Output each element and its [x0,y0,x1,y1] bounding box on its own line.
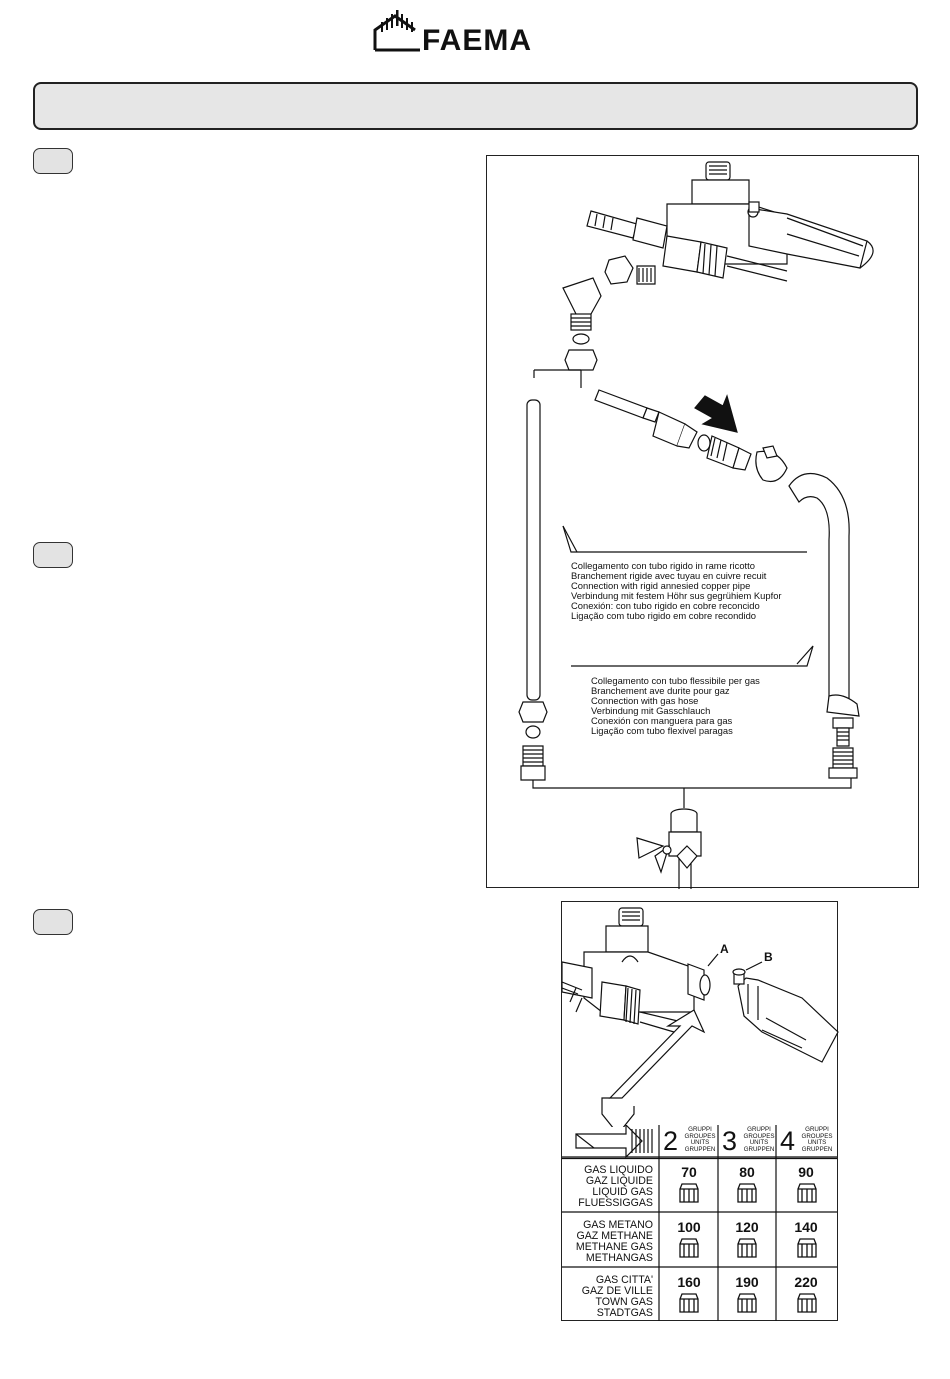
column-words: GRUPPI GROUPES UNITS GRUPPEN [683,1126,717,1153]
column-words: GRUPPI GROUPES UNITS GRUPPEN [800,1126,834,1153]
nozzle-value: 120 [735,1219,759,1235]
column-word: GRUPPEN [684,1145,716,1153]
column-number: 4 [780,1126,796,1156]
column-3-groups: 3 GRUPPI GROUPES UNITS GRUPPEN [718,1125,776,1157]
step-badge-3 [33,909,73,935]
section-title-bar [33,82,918,130]
gas-name: FLUESSIGGAS [578,1197,653,1209]
caption-hose-line: Verbindung mit Gasschlauch [591,705,711,716]
gas-connection-figure: Collegamento con tubo rigido in rame ric… [486,155,919,889]
gas-name: GAS METANO [583,1219,653,1231]
nozzle-icon [737,1183,757,1203]
nozzle-value: 220 [794,1274,818,1290]
gas-names: GAS METANO GAZ METHANE METHANE GAS METHA… [564,1220,653,1264]
label-a: A [720,942,729,956]
gas-name: METHANGAS [585,1252,653,1264]
table-row-liquid-gas: GAS LIQUIDO GAZ LIQUIDE LIQUID GAS FLUES… [562,1158,837,1212]
caption-hose-line: Branchement ave durite pour gaz [591,685,730,696]
caption-hose-line: Connection with gas hose [591,695,699,706]
column-word: GROUPES [684,1132,716,1140]
gas-name: LIQUID GAS [592,1186,653,1198]
faema-logo: FAEMA [372,8,578,57]
caption-rigid-line: Verbindung mit festem Höhr sus gegrühiem… [571,590,782,601]
caption-rigid-line: Branchement rigide avec tuyau en cuivre … [571,570,767,581]
caption-rigid-line: Collegamento con tubo rigido in rame ric… [571,560,755,571]
nozzle-value: 80 [739,1164,755,1180]
gas-connection-drawing [518,161,874,889]
nozzle-icon [737,1238,757,1258]
column-word: GROUPES [743,1132,775,1140]
nozzle-icon [737,1293,757,1313]
gas-name: GAS LIQUIDO [584,1164,653,1176]
column-word: UNITS [690,1139,710,1147]
caption-gas-hose: Collegamento con tubo flessibile per gas… [591,676,760,736]
column-words: GRUPPI GROUPES UNITS GRUPPEN [742,1126,776,1153]
column-word: GRUPPI [747,1126,771,1133]
table-row-town-gas: GAS CITTA' GAZ DE VILLE TOWN GAS STADTGA… [562,1268,837,1322]
caption-hose-line: Ligação com tubo flexivel paragas [591,725,733,736]
caption-rigid-pipe: Collegamento con tubo rigido in rame ric… [571,561,782,621]
gas-name: TOWN GAS [595,1296,654,1308]
nozzle-value: 160 [677,1274,701,1290]
column-word: UNITS [807,1139,827,1147]
column-word: GRUPPI [805,1126,829,1133]
nozzle-table-grid [562,1125,837,1321]
gas-name: GAS CITTA' [595,1274,653,1286]
gas-name: GAZ LIQUIDE [585,1175,653,1187]
gas-names: GAS CITTA' GAZ DE VILLE TOWN GAS STADTGA… [564,1275,653,1319]
column-number: 3 [722,1126,738,1156]
column-2-groups: 2 GRUPPI GROUPES UNITS GRUPPEN [659,1125,718,1157]
nozzle-icon [797,1183,817,1203]
gas-tap-nozzle-drawing [562,907,839,1127]
table-row-methane-gas: GAS METANO GAZ METHANE METHANE GAS METHA… [562,1213,837,1267]
column-word: GRUPPI [688,1126,712,1133]
caption-rigid-line: Connection with rigid annesied copper pi… [571,580,751,591]
label-b: B [764,950,773,964]
caption-rigid-line: Conexión: con tubo rigido en cobre recon… [571,600,760,611]
nozzle-value: 140 [794,1219,818,1235]
nozzle-value: 100 [677,1219,701,1235]
column-word: GROUPES [801,1132,833,1140]
nozzle-icon [679,1183,699,1203]
gas-names: GAS LIQUIDO GAZ LIQUIDE LIQUID GAS FLUES… [564,1165,653,1209]
column-word: GRUPPEN [743,1145,775,1153]
step-badge-1 [33,148,73,174]
gas-name: METHANE GAS [575,1241,653,1253]
nozzle-value: 190 [735,1274,759,1290]
column-word: GRUPPEN [801,1145,833,1153]
step-badge-2 [33,542,73,568]
gas-name: GAZ METHANE [576,1230,653,1242]
column-4-groups: 4 GRUPPI GROUPES UNITS GRUPPEN [776,1125,837,1157]
column-number: 2 [663,1126,679,1156]
nozzle-value: 70 [681,1164,697,1180]
nozzle-icon [797,1293,817,1313]
nozzle-icon [797,1238,817,1258]
column-word: UNITS [749,1139,769,1147]
nozzle-icon [679,1293,699,1313]
gas-name: STADTGAS [596,1307,653,1319]
nozzle-value: 90 [798,1164,814,1180]
nozzle-selection-figure: A B 2 GRUPPI GROUPES UNITS GRUPPEN 3 [561,901,839,1322]
caption-hose-line: Collegamento con tubo flessibile per gas [591,675,760,686]
brand-name: FAEMA [422,24,532,57]
faema-house-logo [373,10,420,52]
nozzle-icon [679,1238,699,1258]
gas-name: GAZ DE VILLE [581,1285,653,1297]
caption-rigid-line: Ligação com tubo rigido em cobre recondi… [571,610,757,621]
caption-hose-line: Conexión con manguera para gas [591,715,733,726]
